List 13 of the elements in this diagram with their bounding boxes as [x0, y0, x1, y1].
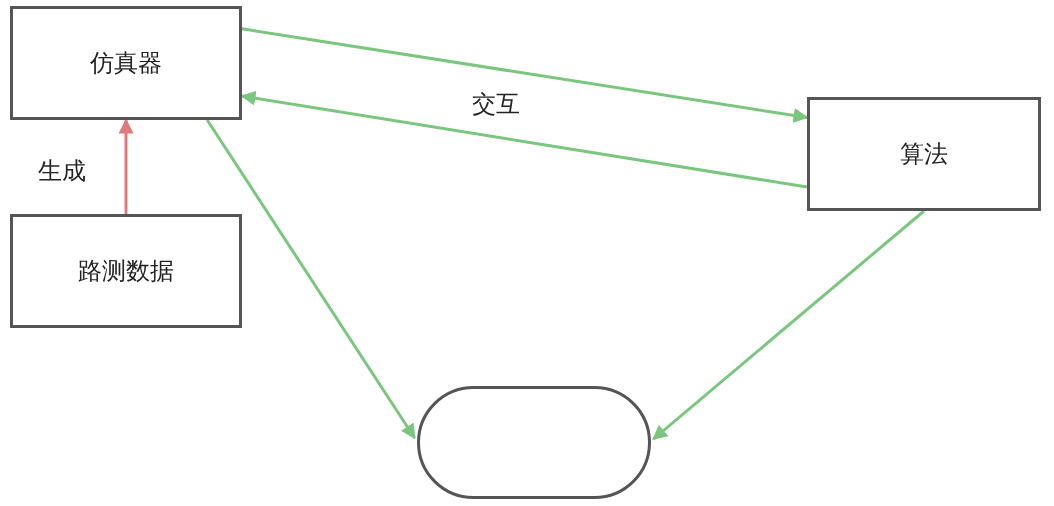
edge-label: 生成: [38, 156, 86, 187]
node-label: 算法: [900, 139, 948, 170]
node-label: 仿真器: [90, 48, 162, 79]
arrow: [205, 119, 416, 440]
arrow: [652, 209, 925, 441]
arrow: [118, 118, 134, 214]
process-box: [807, 97, 1041, 211]
process-box: [10, 214, 242, 328]
process-box: [10, 6, 242, 120]
node-label: 路测数据: [78, 256, 174, 287]
arrow: [241, 27, 809, 123]
edge-label: 交互: [472, 89, 520, 120]
arrow: [240, 90, 808, 189]
